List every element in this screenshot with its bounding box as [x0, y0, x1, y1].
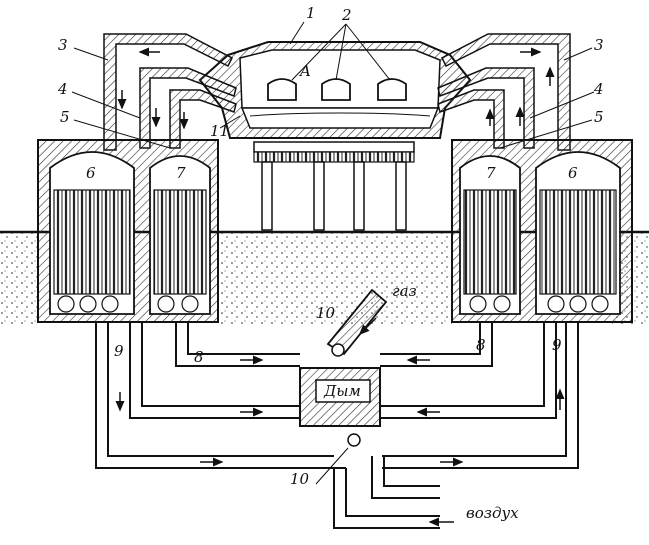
right-regenerators: [451, 139, 633, 323]
callout-labels: 1 2 3 3 4 4 5 5 6 6 7 7 8 8 9 9 10 10 11…: [57, 4, 604, 522]
label-8-left: 8: [194, 348, 204, 366]
label-10-air: 10: [290, 470, 310, 488]
label-6-left: 6: [86, 164, 96, 182]
gas-inlet: [326, 288, 388, 357]
label-7-right: 7: [486, 164, 496, 182]
support-columns: [253, 141, 415, 231]
label-4-left: 4: [57, 80, 68, 98]
furnace: [198, 41, 472, 231]
label-5-right: 5: [594, 108, 604, 126]
air-label: воздух: [466, 504, 519, 522]
label-11: 11: [210, 122, 229, 140]
label-a: A: [298, 62, 311, 80]
smoke-chamber: Дым: [299, 367, 381, 427]
label-9-left: 9: [114, 342, 124, 360]
label-8-right: 8: [476, 336, 486, 354]
smoke-label: Дым: [323, 382, 361, 400]
flue-pipes: [95, 322, 579, 469]
gas-label: газ: [392, 282, 417, 300]
label-4-right: 4: [593, 80, 604, 98]
label-7-left: 7: [176, 164, 186, 182]
leader-lines: [71, 21, 595, 485]
label-10-gas: 10: [316, 304, 336, 322]
label-6-right: 6: [568, 164, 578, 182]
flow-arrows: [115, 47, 565, 527]
left-regenerators: [37, 139, 219, 323]
label-9-right: 9: [552, 336, 562, 354]
label-3-right: 3: [594, 36, 604, 54]
air-inlet: [333, 433, 440, 529]
label-3-left: 3: [58, 36, 68, 54]
label-5-left: 5: [60, 108, 70, 126]
burners: [267, 78, 407, 101]
label-2: 2: [341, 6, 352, 24]
label-1: 1: [306, 4, 316, 22]
